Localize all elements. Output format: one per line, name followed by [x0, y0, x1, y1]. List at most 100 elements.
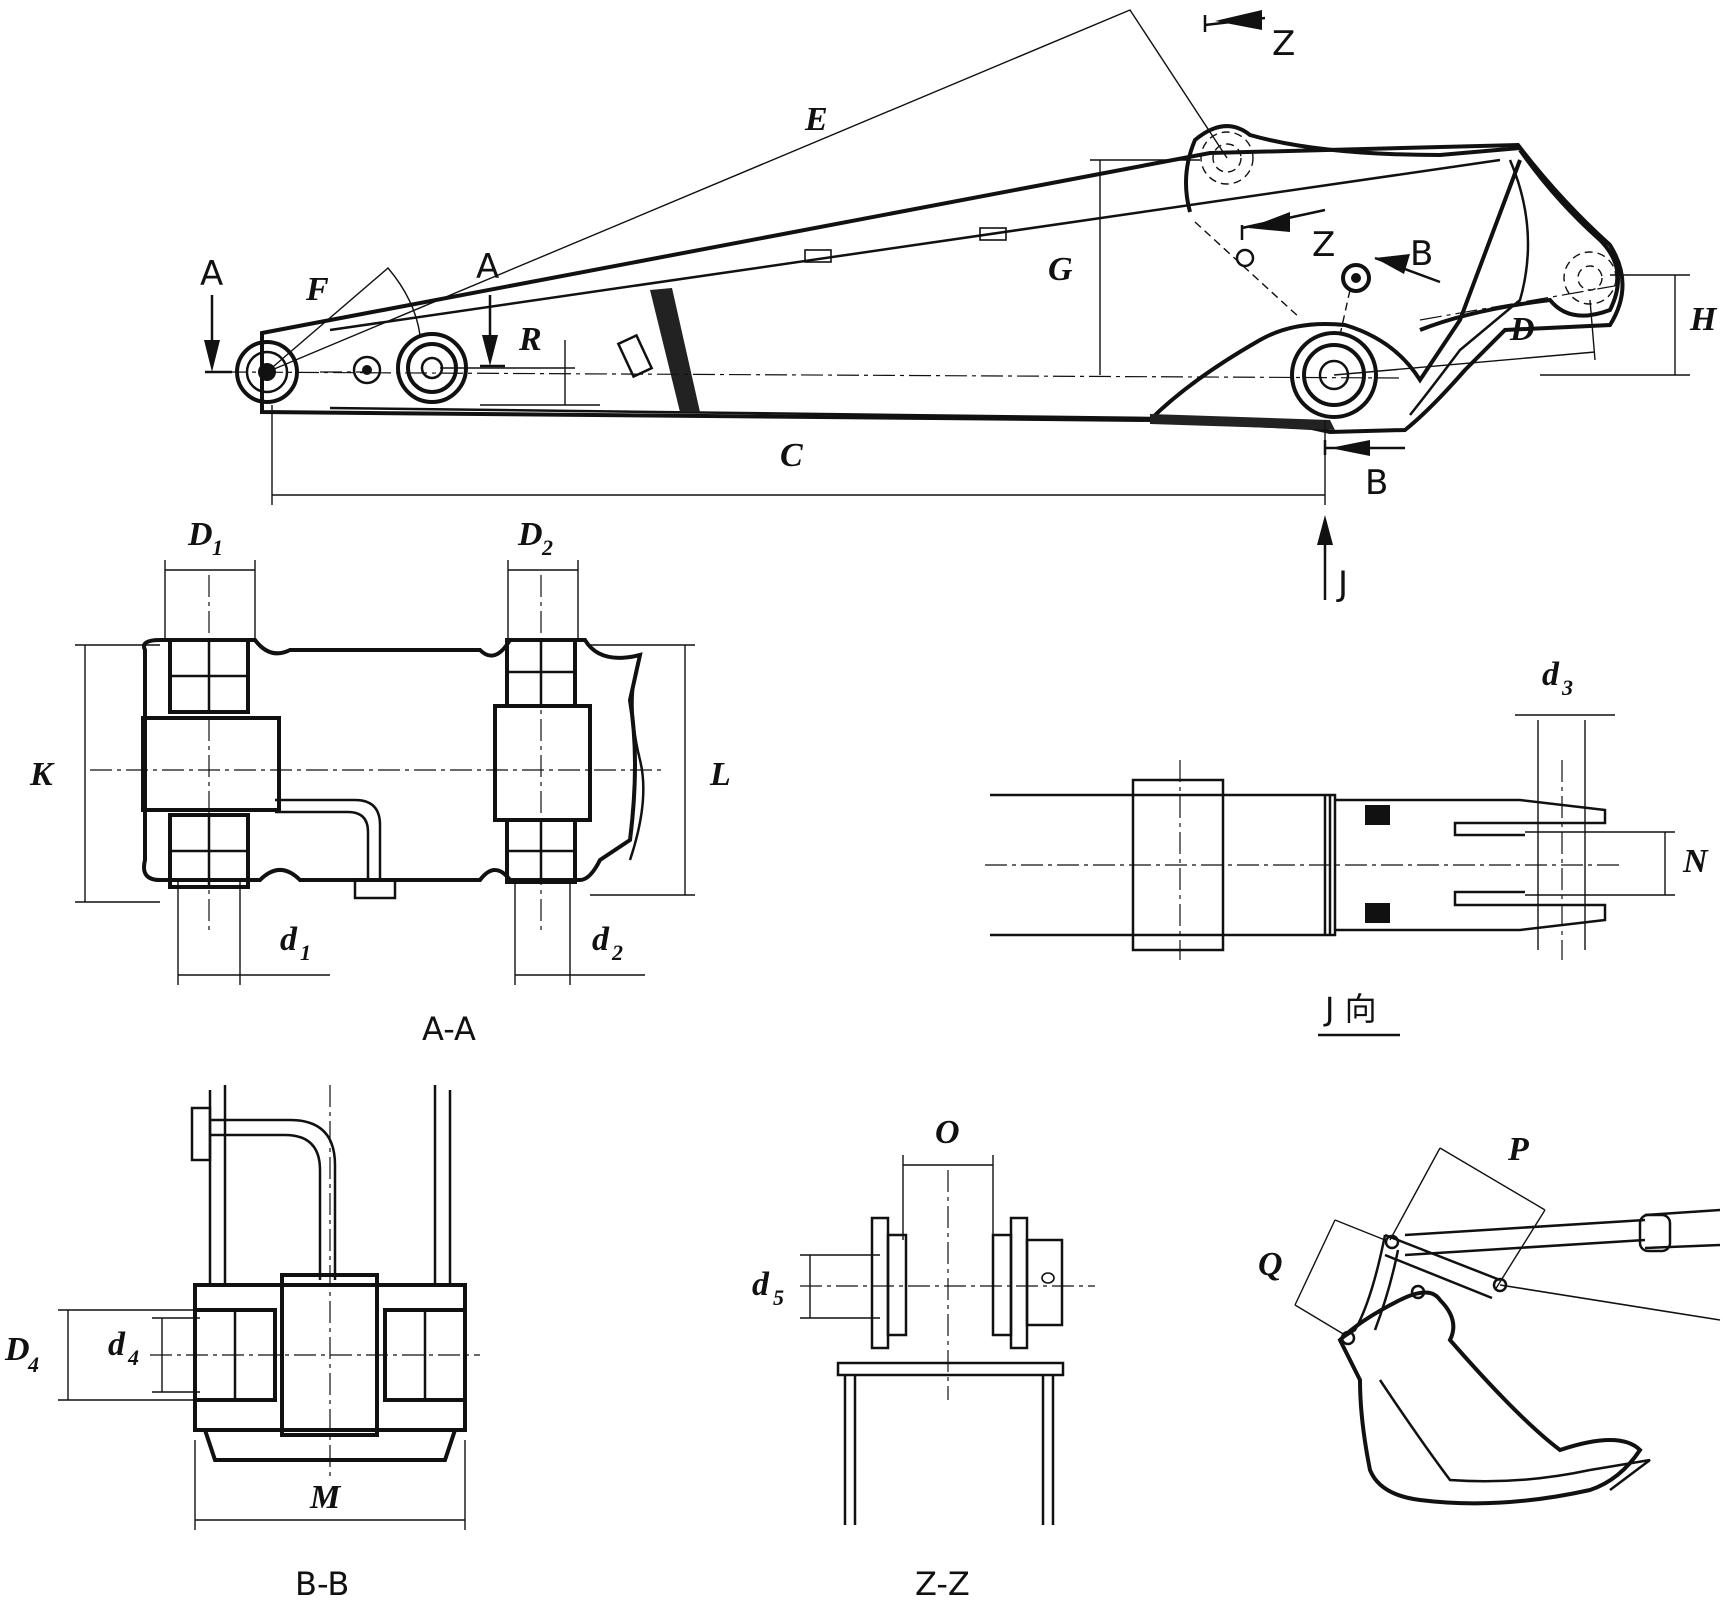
label-d4: d — [108, 1326, 126, 1363]
dim-L — [590, 644, 695, 896]
label-D4: D — [4, 1331, 30, 1368]
label-D: D — [1509, 311, 1535, 348]
small-bolt — [1194, 221, 1301, 319]
section-aa-view: D 1 D 2 K L d 1 d 2 A-A — [29, 516, 731, 1048]
aa-body-outline — [142, 638, 643, 882]
section-arrow-A-left — [204, 295, 232, 374]
label-L: L — [709, 756, 731, 793]
dim-d2 — [514, 880, 645, 985]
pipe-clip-2 — [979, 227, 1007, 241]
marker-B-top: B — [1410, 234, 1433, 274]
label-K: K — [29, 756, 55, 793]
aa-break-line — [628, 654, 645, 861]
boom-stiffener — [650, 288, 700, 412]
label-F: F — [305, 271, 329, 308]
label-d3: d — [1542, 656, 1560, 693]
marker-A-left: A — [200, 254, 223, 294]
marker-A-right: A — [476, 247, 499, 287]
section-arrow-B-bottom — [1323, 440, 1405, 456]
section-arrow-B-top — [1374, 254, 1441, 284]
dim-G-line — [1090, 159, 1200, 375]
label-M: M — [309, 1479, 342, 1516]
dim-K — [75, 644, 160, 903]
zz-base-plate — [836, 1361, 1065, 1377]
marker-B-bottom: B — [1365, 463, 1388, 503]
pipe-clip-1 — [804, 249, 832, 263]
dim-Q — [1294, 1219, 1386, 1336]
j-fork-top — [1335, 798, 1607, 837]
caption-aa: A-A — [422, 1010, 476, 1048]
cylinder-bracket — [1184, 124, 1521, 213]
label-O: O — [935, 1114, 960, 1151]
centerline-pins — [224, 371, 1401, 379]
dim-d1 — [177, 880, 330, 985]
dim-P — [1389, 1147, 1546, 1291]
dim-N — [1525, 831, 1675, 896]
label-G: G — [1048, 251, 1073, 288]
label-d5: d — [752, 1266, 770, 1303]
bucket-linkage-detail: P Q — [1258, 1131, 1721, 1506]
boom-body-outline — [260, 142, 1625, 435]
j-arm-body — [990, 793, 1337, 937]
marker-Z-mid: Z — [1312, 225, 1335, 265]
dim-d5 — [800, 1254, 880, 1319]
section-arrow-Z-mid — [1240, 208, 1326, 240]
aa-bushing-right — [493, 638, 592, 884]
aa-pipe-fitting — [353, 878, 397, 900]
nameplate — [616, 333, 654, 379]
label-C: C — [780, 437, 803, 474]
dim-F-arc — [266, 267, 421, 373]
boom-side-view: E F G H D R C A A Z Z B B J — [200, 9, 1718, 604]
dim-d4 — [152, 1317, 200, 1393]
label-D2: D — [517, 516, 543, 553]
label-D4-sub: 4 — [27, 1352, 39, 1377]
dim-D2 — [507, 560, 579, 640]
boom-head-bottom-plate — [1150, 414, 1335, 430]
caption-bb: B-B — [295, 1565, 349, 1602]
zz-plate-left — [870, 1216, 890, 1350]
dim-E-line — [266, 9, 1228, 373]
boom-tip-pin — [1563, 251, 1617, 305]
aa-grease-pipe — [275, 798, 382, 880]
dim-D1 — [164, 560, 256, 640]
label-D1-sub: 1 — [212, 535, 223, 560]
caption-j-view: J 向 — [1323, 990, 1377, 1028]
label-E: E — [804, 101, 828, 138]
label-Q: Q — [1258, 1246, 1283, 1283]
bracket-pin-top — [1200, 131, 1254, 185]
dim-R-line — [440, 340, 600, 406]
section-zz-view: O d 5 Z-Z — [752, 1114, 1095, 1602]
label-N: N — [1682, 843, 1709, 880]
label-R: R — [518, 321, 542, 358]
bucket-link — [1384, 1233, 1501, 1300]
j-view: d 3 N J 向 — [985, 656, 1709, 1037]
boom-top-plate — [329, 158, 1501, 332]
dim-M — [194, 1440, 466, 1530]
label-P: P — [1507, 1131, 1529, 1168]
section-bb-view: M D 4 d 4 B-B — [4, 1085, 480, 1602]
j-fork-bottom — [1335, 890, 1607, 932]
boom-tip-link — [1419, 148, 1620, 332]
boom-lower-web — [329, 406, 1151, 420]
bb-pipe — [210, 1118, 337, 1280]
dim-D-line — [1333, 299, 1596, 376]
bucket-shell — [1337, 1290, 1643, 1506]
label-d1-sub: 1 — [300, 940, 311, 965]
label-H: H — [1689, 301, 1718, 338]
bucket-rocker — [1339, 1234, 1400, 1342]
label-d1: d — [280, 921, 298, 958]
dim-C-line — [271, 405, 1326, 505]
boom-head-plate — [1148, 159, 1522, 422]
label-d5-sub: 5 — [773, 1285, 784, 1310]
caption-zz: Z-Z — [915, 1565, 970, 1602]
dim-H-line — [1540, 274, 1690, 376]
label-D2-sub: 2 — [541, 535, 553, 560]
label-d2-sub: 2 — [611, 940, 623, 965]
aa-bushing-left — [141, 638, 281, 889]
label-d4-sub: 4 — [127, 1345, 139, 1370]
section-arrow-A-right — [480, 295, 505, 368]
grease-fitting — [1339, 263, 1371, 336]
marker-Z-top: Z — [1272, 24, 1295, 64]
boom-head-plate-inner — [1409, 159, 1530, 416]
label-D1: D — [187, 516, 213, 553]
